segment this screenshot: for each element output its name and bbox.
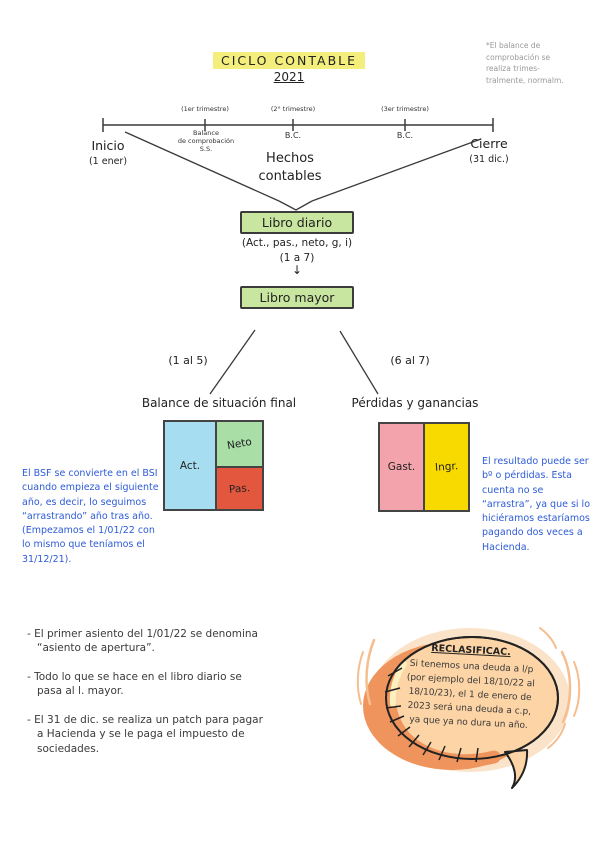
ingresos-label: Ingr. (434, 460, 459, 474)
bsf-note: El BSF se convierte en el BSI cuando emp… (22, 468, 159, 565)
balance-situacion-final-title: Balance de situación final (141, 396, 297, 410)
bubble-body: Si tenemos una deuda a l/p (por ejemplo … (406, 658, 536, 731)
note-libro-mayor: - Todo lo que se hace en el libro diario… (27, 670, 242, 698)
quarter-label-2: (2° trimestre) (270, 105, 316, 113)
timeline-axis (102, 118, 494, 132)
timeline-end-label: Cierre (470, 136, 508, 151)
note-apertura: - El primer asiento del 1/01/22 se denom… (27, 628, 258, 655)
branch-left-label: (1 al 5) (168, 354, 208, 367)
quarter-label-1: (1er trimestre) (181, 105, 229, 113)
timeline-start-label: Inicio (91, 138, 125, 153)
ingresos-cell: Ingr. (423, 422, 470, 512)
neto-label: Neto (226, 435, 253, 453)
bubble-tail (504, 749, 529, 789)
corner-note-line: realiza trimes- (486, 64, 540, 74)
neto-cell: Neto (215, 420, 264, 468)
balance-comprobacion-line: Balance (193, 129, 219, 137)
bubble-title: RECLASIFICAC. (431, 642, 511, 659)
note-hacienda: - El 31 de dic. se realiza un patch para… (27, 713, 263, 755)
corner-note: *El balance de comprobación se realiza t… (486, 40, 598, 87)
bc-label-q2: B.C. (284, 131, 302, 140)
range-note: (1 a 7) (279, 252, 315, 264)
balance-situacion-diagram: Act. Neto Pas. (163, 420, 264, 511)
libro-diario-box: Libro diario (240, 211, 354, 234)
pasivo-cell: Pas. (215, 466, 264, 511)
gastos-label: Gast. (387, 461, 416, 473)
branch-line-right (339, 330, 379, 395)
balance-comprobacion-line: de comprobación (177, 137, 235, 146)
page-title-highlight: CICLO CONTABLE (213, 52, 365, 69)
branch-right-label: (6 al 7) (390, 354, 430, 367)
balance-comprobacion-label: Balance de comprobación S.S. (170, 129, 242, 153)
resultado-note: El resultado puede ser bº o pérdidas. Es… (482, 456, 591, 553)
corner-note-line: tralmente, normalm. (486, 75, 564, 85)
branch-lines (209, 329, 379, 395)
perdidas-ganancias-diagram: Gast. Ingr. (378, 422, 470, 512)
page-title: CICLO CONTABLE (220, 53, 358, 68)
corner-note-line: comprobación se (486, 52, 551, 62)
timeline-start-date: (1 ener) (88, 156, 128, 167)
down-arrow-icon: ↓ (291, 263, 303, 277)
bottom-notes: - El primer asiento del 1/01/22 se denom… (27, 627, 267, 770)
libro-mayor-box: Libro mayor (240, 286, 354, 309)
timeline-end-date: (31 dic.) (469, 154, 509, 165)
libro-mayor-label: Libro mayor (259, 290, 335, 305)
pasivo-label: Pas. (228, 481, 251, 496)
accounts-note: (Act., pas., neto, g, i) (241, 237, 353, 249)
funnel-chevron (278, 200, 313, 211)
activo-cell: Act. (163, 420, 217, 511)
perdidas-ganancias-title: Pérdidas y ganancias (351, 396, 479, 410)
bc-label-q3: B.C. (396, 131, 414, 140)
page-year: 2021 (273, 70, 305, 84)
libro-diario-label: Libro diario (261, 215, 333, 230)
gastos-cell: Gast. (378, 422, 425, 512)
balance-comprobacion-line: S.S. (199, 145, 213, 154)
quarter-label-3: (3er trimestre) (381, 105, 429, 113)
hechos-contables-label: Hechos contables (258, 151, 322, 184)
corner-note-line: *El balance de (486, 41, 541, 50)
activo-label: Act. (179, 459, 201, 472)
